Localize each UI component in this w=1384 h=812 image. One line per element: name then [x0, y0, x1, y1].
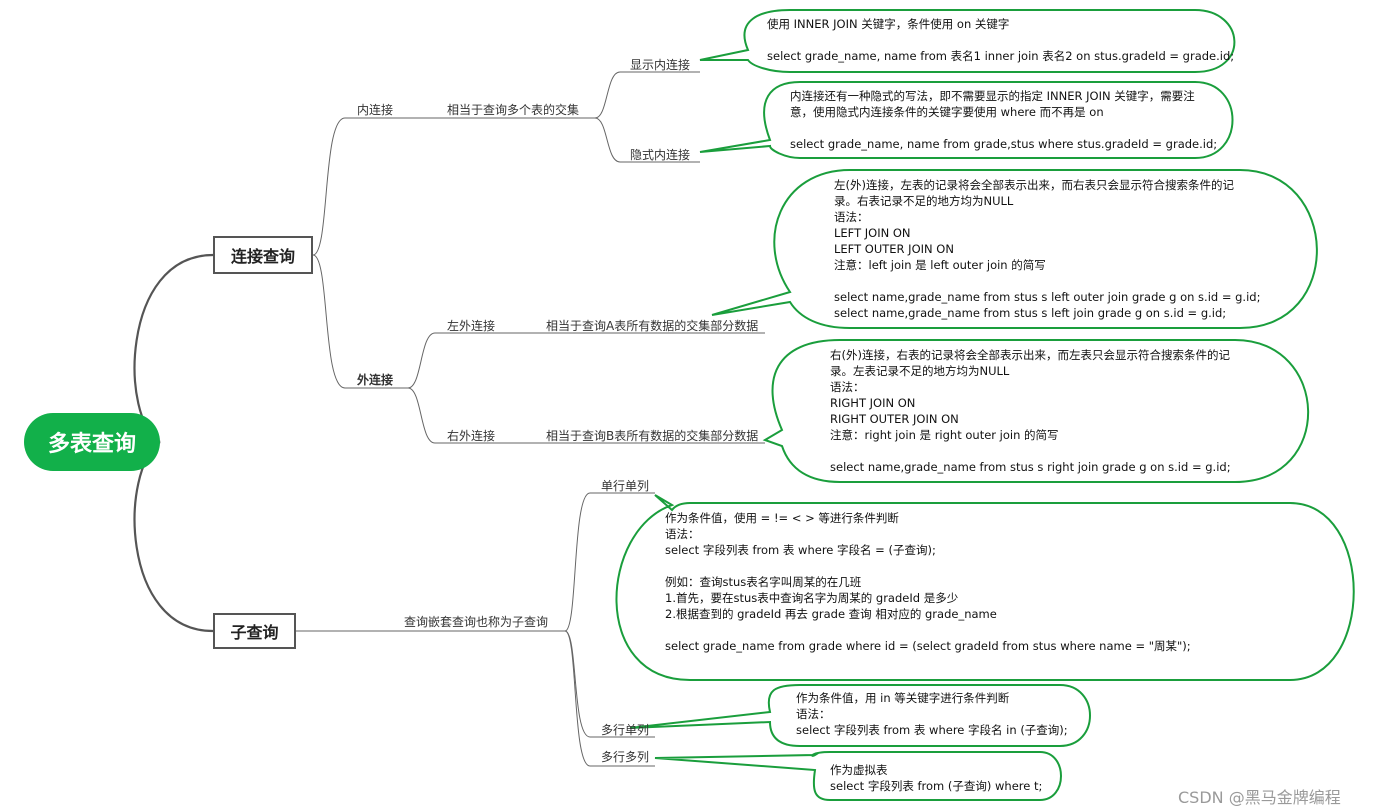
join-query-label: 连接查询 — [230, 247, 295, 266]
callout-implicit-shape — [699, 81, 1234, 159]
inner-join-label[interactable]: 内连接 — [357, 103, 394, 117]
branch-root-join — [133, 253, 214, 443]
explicit-inner-join-note: 使用 INNER JOIN 关键字，条件使用 on 关键字 select gra… — [767, 17, 1235, 63]
callout-multi-row-shape — [629, 684, 1091, 747]
multi-row-single-col-note: 作为条件值，用 in 等关键字进行条件判断 语法： select 字段列表 fr… — [796, 691, 1068, 737]
sub-branches — [296, 71, 765, 767]
callout-left-shape — [711, 169, 1318, 329]
callout-single-shape — [615, 494, 1355, 681]
left-join-desc: 相当于查询A表所有数据的交集部分数据 — [546, 319, 759, 333]
callout-right-shape — [762, 339, 1310, 483]
single-row-col-label[interactable]: 单行单列 — [601, 479, 650, 493]
branch-left — [407, 332, 765, 389]
join-query-node[interactable]: 连接查询 — [213, 236, 313, 274]
right-join-note: 右(外)连接，右表的记录将会全部表示出来，而左表只会显示符合搜索条件的记 录。左… — [830, 348, 1231, 474]
subquery-desc: 查询嵌套查询也称为子查询 — [404, 615, 549, 629]
callout-multi-col-shape — [654, 751, 1062, 801]
branch-right — [407, 387, 765, 444]
callout-explicit-shape — [699, 9, 1236, 73]
branch-root-subquery — [133, 441, 214, 633]
left-join-label[interactable]: 左外连接 — [447, 319, 496, 333]
single-row-col-note: 作为条件值，使用 = != < > 等进行条件判断 语法： select 字段列… — [665, 511, 1191, 653]
right-join-desc: 相当于查询B表所有数据的交集部分数据 — [546, 429, 759, 443]
branch-explicit — [594, 71, 700, 119]
branch-inner — [312, 117, 425, 256]
right-join-label[interactable]: 右外连接 — [447, 429, 496, 443]
subquery-label: 子查询 — [230, 623, 279, 642]
outer-join-label[interactable]: 外连接 — [357, 373, 394, 387]
multi-row-single-col-label[interactable]: 多行单列 — [601, 723, 650, 737]
implicit-inner-join-label[interactable]: 隐式内连接 — [630, 148, 691, 162]
inner-join-desc: 相当于查询多个表的交集 — [447, 103, 580, 117]
watermark: CSDN @黑马金牌编程 — [1178, 788, 1341, 807]
left-join-note: 左(外)连接，左表的记录将会全部表示出来，而右表只会显示符合搜索条件的记 录。右… — [834, 178, 1261, 320]
explicit-inner-join-label[interactable]: 显示内连接 — [630, 58, 691, 72]
root-label: 多表查询 — [47, 432, 136, 457]
branch-multi-col — [564, 630, 655, 767]
branch-implicit — [594, 117, 700, 163]
implicit-inner-join-note: 内连接还有一种隐式的写法，即不需要显示的指定 INNER JOIN 关键字，需要… — [790, 89, 1218, 151]
subquery-node[interactable]: 子查询 — [213, 613, 296, 649]
branch-outer — [312, 254, 408, 389]
branch-single — [564, 492, 655, 632]
multi-row-multi-col-note: 作为虚拟表 select 字段列表 from (子查询) where t; — [830, 763, 1043, 793]
multi-row-multi-col-label[interactable]: 多行多列 — [601, 750, 650, 764]
callouts — [615, 9, 1355, 801]
root-node[interactable]: 多表查询 — [24, 413, 160, 471]
